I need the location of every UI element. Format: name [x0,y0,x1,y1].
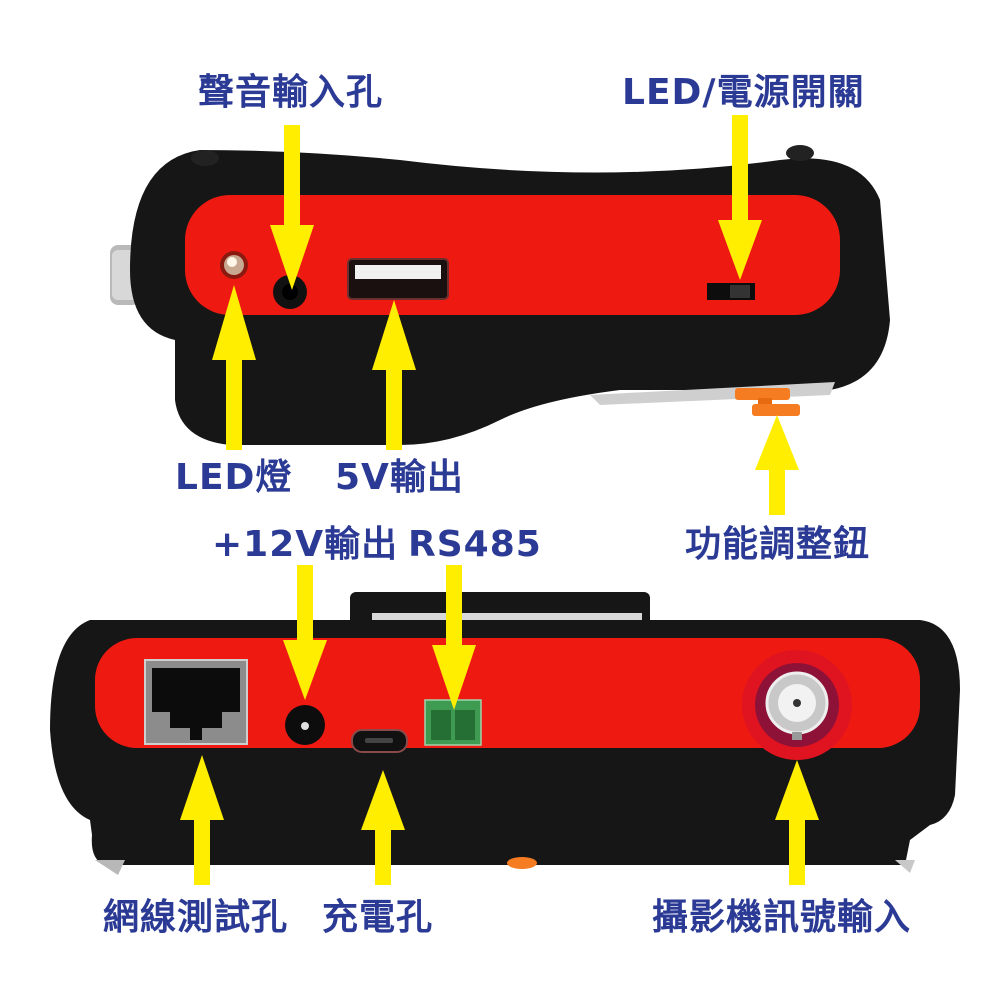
label-5v-output: 5V輸出 [335,457,464,498]
bnc-connector [742,650,852,760]
label-led-light: LED燈 [175,457,293,498]
label-function-knob: 功能調整鈕 [685,524,871,565]
arrow-function-knob [755,415,799,515]
device-top-view [110,145,890,445]
label-12v-output: +12V輸出 [212,524,399,565]
label-rs485: RS485 [408,524,542,565]
label-camera-input: 攝影機訊號輸入 [652,897,912,938]
label-led-power-switch: LED/電源開關 [622,72,865,113]
arrow-led-power-switch [718,115,762,280]
arrow-led-light [212,285,256,450]
rs485-terminal [424,699,482,746]
arrow-camera-input [775,760,819,885]
arrow-12v-output [283,565,327,700]
arrow-rs485 [432,565,476,710]
label-audio-input: 聲音輸入孔 [198,72,384,113]
arrow-audio-input [270,125,314,290]
function-knob [735,388,800,416]
arrow-5v-output [372,300,416,450]
rj45-port [144,659,248,745]
label-charging: 充電孔 [322,897,434,938]
label-network-test: 網線測試孔 [103,897,289,938]
arrow-charging [361,770,405,885]
arrow-network-test [180,755,224,885]
